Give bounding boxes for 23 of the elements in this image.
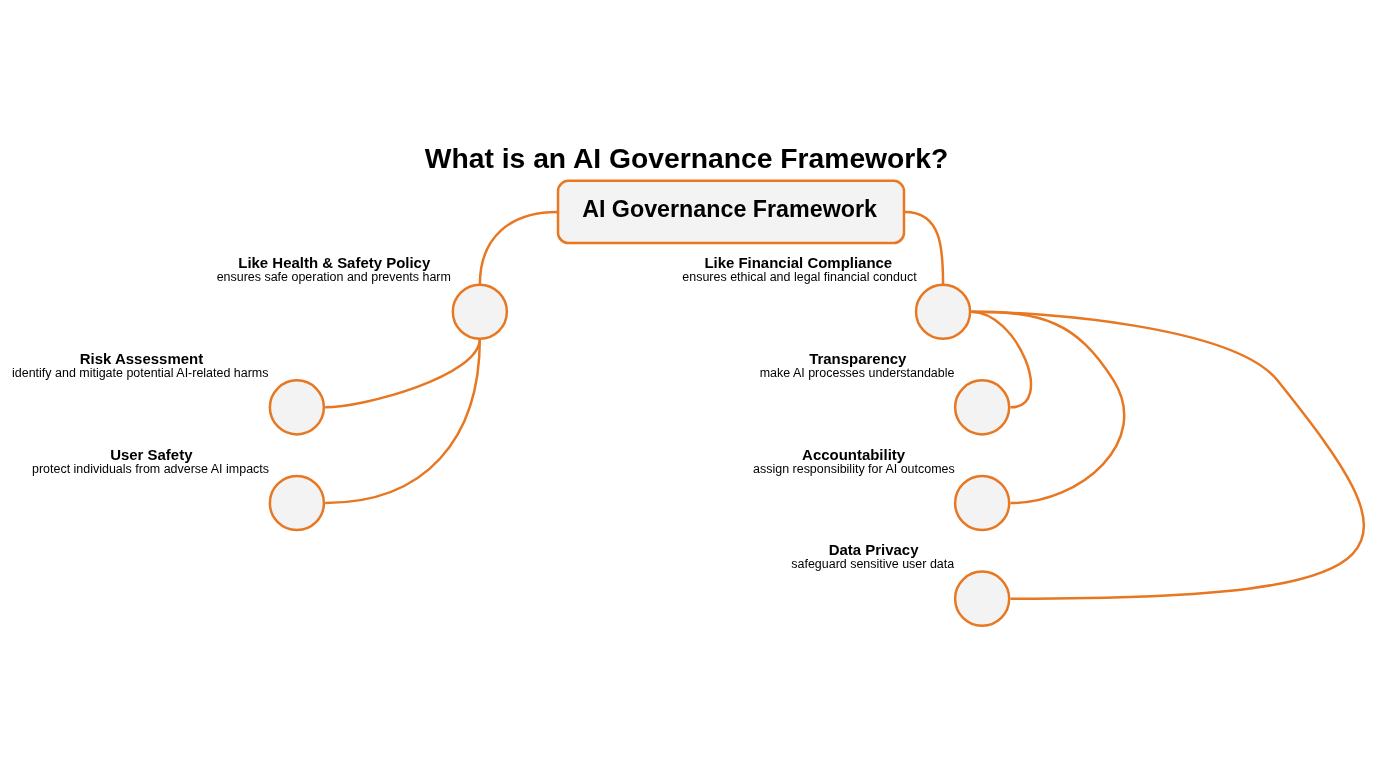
node-circle [953, 378, 1011, 436]
diagram-title: What is an AI Governance Framework? [424, 141, 949, 174]
connector [904, 210, 945, 285]
node-label: User Safety [110, 445, 193, 463]
node-box: AI Governance Framework [556, 179, 906, 244]
node-label: Risk Assessment [79, 349, 204, 367]
node-circle [268, 378, 326, 436]
node-label: Like Health & Safety Policy [238, 253, 431, 271]
node-circle [268, 474, 326, 531]
node-label: Transparency [809, 349, 907, 367]
node-label: identify and mitigate potential AI-related harms [12, 365, 269, 380]
node-circle [914, 282, 972, 340]
connector [325, 338, 482, 504]
node-circle [953, 474, 1011, 531]
node-circle [451, 282, 509, 340]
connector [971, 310, 1364, 600]
connector [325, 337, 482, 409]
node-label: Accountability [802, 445, 906, 463]
node-label: protect individuals from adverse AI impacts [32, 461, 270, 476]
node-circle [953, 569, 1011, 627]
connector [478, 210, 558, 285]
node-label: Data Privacy [828, 540, 919, 558]
node-label: Like Financial Compliance [704, 253, 893, 271]
